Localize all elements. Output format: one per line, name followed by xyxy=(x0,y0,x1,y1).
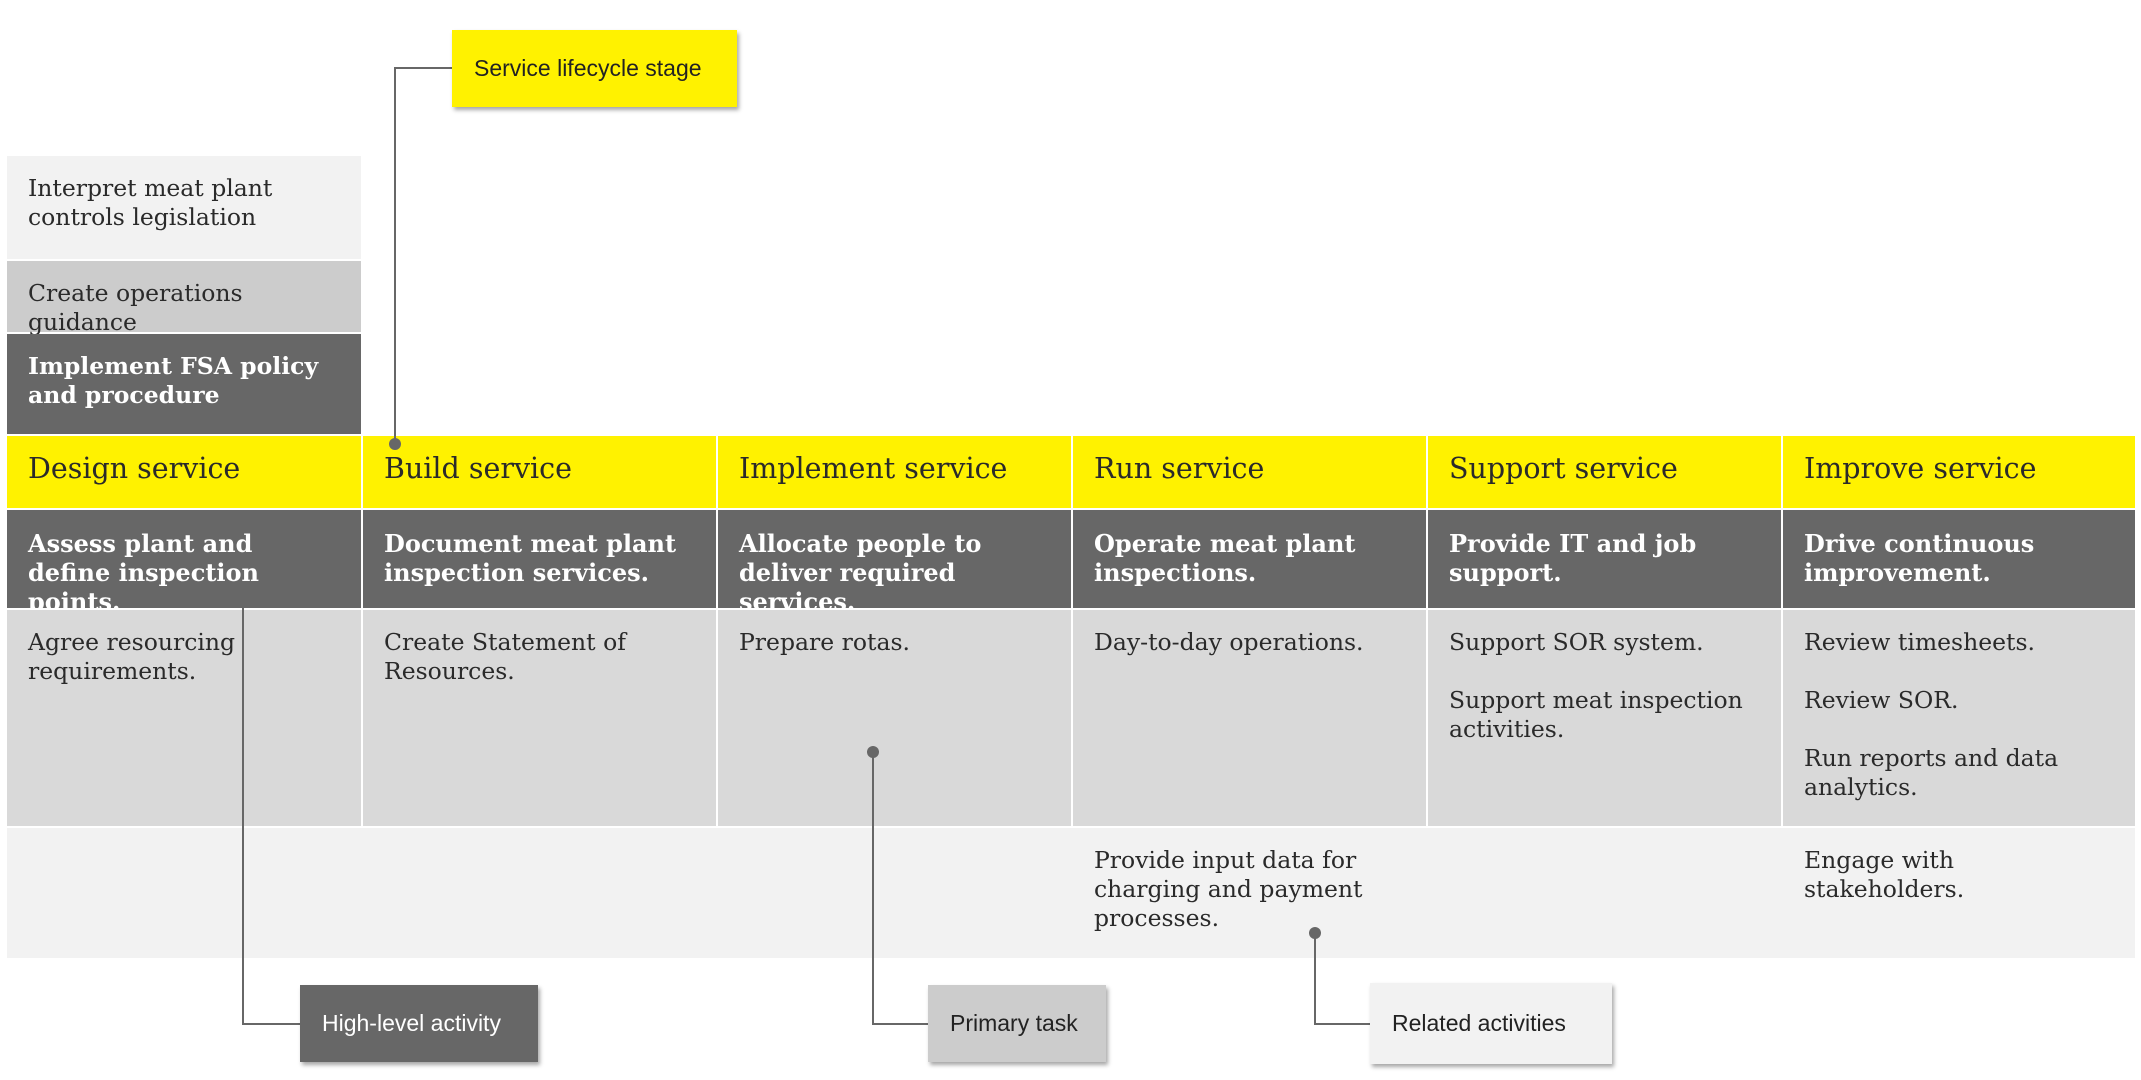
activity-label: Document meat plant inspection services. xyxy=(384,529,677,587)
related-improve: Engage with stakeholders. xyxy=(1783,828,2135,958)
related-run: Provide input data for charging and paym… xyxy=(1073,828,1426,958)
task-item: Run reports and data analytics. xyxy=(1804,744,2059,801)
tasks-improve: Review timesheets. Review SOR. Run repor… xyxy=(1783,610,2135,826)
context-box-label: Implement FSA policy and procedure xyxy=(28,352,319,409)
legend-task: Primary task xyxy=(928,985,1106,1062)
connector-dot-stage xyxy=(389,438,401,450)
connector-stage xyxy=(394,67,452,444)
stage-label: Implement service xyxy=(739,452,1008,485)
tasks-run: Day-to-day operations. xyxy=(1073,610,1426,826)
context-box-guidance: Create operations guidance xyxy=(7,261,361,336)
task-item: Create Statement of Resources. xyxy=(384,628,626,685)
stage-run: Run service xyxy=(1073,436,1426,508)
context-box-legislation: Interpret meat plant controls legislatio… xyxy=(7,156,361,259)
tasks-build: Create Statement of Resources. xyxy=(363,610,716,826)
activity-label: Assess plant and define inspection point… xyxy=(28,529,259,616)
stage-build: Build service xyxy=(363,436,716,508)
task-item: Prepare rotas. xyxy=(739,628,910,656)
legend-activity: High-level activity xyxy=(300,985,538,1062)
activity-run: Operate meat plant inspections. xyxy=(1073,510,1426,608)
related-item: Provide input data for charging and paym… xyxy=(1094,846,1363,932)
stage-label: Run service xyxy=(1094,452,1265,485)
stage-improve: Improve service xyxy=(1783,436,2135,508)
activity-design: Assess plant and define inspection point… xyxy=(7,510,361,616)
legend-stage: Service lifecycle stage xyxy=(452,30,737,107)
context-box-fsa-policy: Implement FSA policy and procedure xyxy=(7,334,361,434)
task-item: Review SOR. xyxy=(1804,686,1959,714)
connector-activity xyxy=(242,608,300,1025)
stage-implement: Implement service xyxy=(718,436,1071,508)
context-box-label: Create operations guidance xyxy=(28,279,243,336)
tasks-implement: Prepare rotas. xyxy=(718,610,1071,826)
related-item: Engage with stakeholders. xyxy=(1804,846,1965,903)
legend-label: High-level activity xyxy=(322,1010,501,1036)
task-item: Day-to-day operations. xyxy=(1094,628,1364,656)
activity-support: Provide IT and job support. xyxy=(1428,510,1781,608)
tasks-design: Agree resourcing requirements. xyxy=(7,610,361,826)
related-activities-row xyxy=(7,828,2135,958)
tasks-support: Support SOR system. Support meat inspect… xyxy=(1428,610,1781,826)
stage-support: Support service xyxy=(1428,436,1781,508)
stage-label: Build service xyxy=(384,452,572,485)
stage-design: Design service xyxy=(7,436,361,508)
legend-label: Primary task xyxy=(950,1010,1078,1036)
activity-label: Drive continuous improvement. xyxy=(1804,529,2035,587)
stage-label: Support service xyxy=(1449,452,1678,485)
connector-dot-related xyxy=(1309,927,1321,939)
activity-label: Provide IT and job support. xyxy=(1449,529,1697,587)
activity-improve: Drive continuous improvement. xyxy=(1783,510,2135,608)
connector-dot-task xyxy=(867,746,879,758)
activity-build: Document meat plant inspection services. xyxy=(363,510,716,608)
task-item: Support meat inspection activities. xyxy=(1449,686,1743,743)
stage-label: Improve service xyxy=(1804,452,2037,485)
legend-related: Related activities xyxy=(1370,983,1612,1064)
task-item: Review timesheets. xyxy=(1804,628,2036,656)
context-box-label: Interpret meat plant controls legislatio… xyxy=(28,174,273,231)
legend-label: Service lifecycle stage xyxy=(474,55,702,81)
stage-label: Design service xyxy=(28,452,241,485)
legend-label: Related activities xyxy=(1392,1010,1566,1036)
connector-related xyxy=(1314,933,1370,1025)
task-item: Support SOR system. xyxy=(1449,628,1704,656)
activity-label: Operate meat plant inspections. xyxy=(1094,529,1356,587)
task-item: Agree resourcing requirements. xyxy=(28,628,236,685)
connector-task xyxy=(872,752,928,1025)
